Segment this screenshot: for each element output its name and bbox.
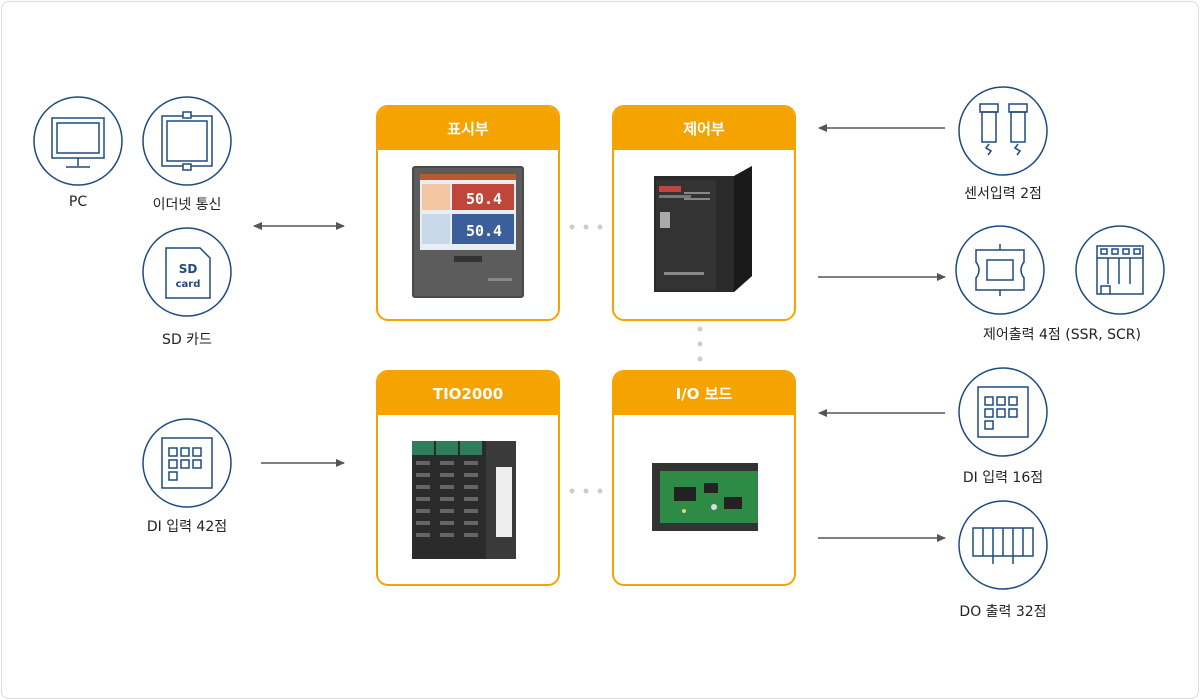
io-board-box: I/O 보드 — [612, 370, 796, 586]
tio-module-image — [412, 441, 516, 559]
display-unit-title: 표시부 — [378, 107, 558, 150]
control-module-image — [654, 166, 752, 292]
sd-card-icon — [142, 227, 232, 317]
sd-card-label: SD 카드 — [162, 332, 212, 348]
sensor-icon — [958, 86, 1048, 176]
di16-input-icon — [958, 367, 1048, 457]
di-input-icon — [142, 418, 232, 508]
dots-display-control — [569, 224, 603, 230]
do-output-icon — [958, 500, 1048, 590]
sensor-input-label: 센서입력 2점 — [964, 186, 1042, 202]
tio2000-box: TIO2000 — [376, 370, 560, 586]
display-value-1: 50.4 — [466, 190, 502, 208]
display-value-2: 50.4 — [466, 222, 502, 240]
di16-label: DI 입력 16점 — [962, 470, 1044, 486]
ethernet-port-icon — [142, 96, 232, 186]
control-unit-title: 제어부 — [614, 107, 794, 150]
io-board-image — [652, 463, 758, 531]
do32-label: DO 출력 32점 — [959, 604, 1047, 620]
display-unit-box: 표시부 50.4 50.4 — [376, 105, 560, 321]
dots-control-io — [697, 326, 703, 362]
control-output-label: 제어출력 4점 (SSR, SCR) — [983, 327, 1141, 343]
di42-label: DI 입력 42점 — [146, 519, 228, 535]
sd-icon-text-2: card — [176, 279, 201, 290]
scr-icon — [1075, 225, 1165, 315]
io-board-title: I/O 보드 — [614, 372, 794, 415]
sd-icon-text-1: SD — [179, 262, 198, 276]
ethernet-label: 이더넷 통신 — [152, 197, 222, 213]
dots-tio-io — [569, 488, 603, 494]
pc-label: PC — [68, 194, 88, 210]
tio2000-title: TIO2000 — [378, 372, 558, 415]
ssr-icon — [955, 225, 1045, 315]
monitor-icon — [33, 96, 123, 186]
touch-display-image: 50.4 50.4 — [412, 166, 524, 298]
control-unit-box: 제어부 — [612, 105, 796, 321]
